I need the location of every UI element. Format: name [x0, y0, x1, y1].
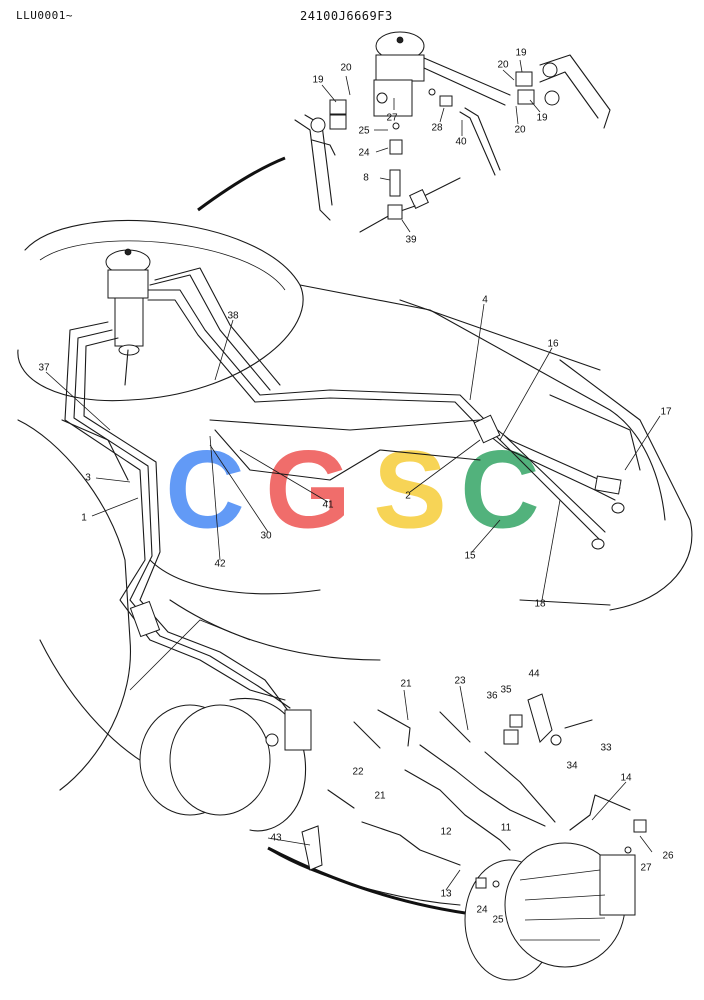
loose-parts	[301, 693, 647, 889]
callout-27-a: 27	[386, 113, 398, 124]
travel-motor-right	[464, 842, 636, 981]
callout-44: 44	[528, 669, 540, 680]
watermark-letter-s: S	[373, 429, 446, 552]
drawing-number: 24100J6669F3	[300, 9, 393, 23]
leader-lines	[45, 59, 661, 891]
callout-17: 17	[660, 407, 672, 418]
travel-motor-left	[139, 698, 312, 832]
callout-3: 3	[85, 473, 91, 484]
callout-25-b: 25	[492, 915, 504, 926]
swivel-joint-exploded	[294, 31, 611, 233]
callout-13: 13	[440, 889, 452, 900]
callout-14: 14	[620, 773, 632, 784]
swivel-joint-mounted	[105, 248, 151, 356]
callout-30: 30	[260, 531, 272, 542]
callout-24-a: 24	[358, 148, 370, 159]
callout-37: 37	[38, 363, 50, 374]
callout-27-b: 27	[640, 863, 652, 874]
callout-38: 38	[227, 311, 239, 322]
callout-36: 36	[486, 691, 498, 702]
callout-42: 42	[214, 559, 226, 570]
callout-43: 43	[270, 833, 282, 844]
callout-4: 4	[482, 295, 488, 306]
callout-22: 22	[352, 767, 364, 778]
callout-21-a: 21	[400, 679, 412, 690]
callout-26: 26	[662, 851, 674, 862]
machine-body-outline	[17, 156, 693, 917]
callout-2: 2	[405, 491, 411, 502]
callout-19-c: 19	[536, 113, 548, 124]
watermark-letter-c2: C	[460, 429, 539, 552]
callout-28: 28	[431, 123, 443, 134]
callout-19-b: 19	[515, 48, 527, 59]
callout-41: 41	[322, 500, 334, 511]
callout-33: 33	[600, 743, 612, 754]
callout-23: 23	[454, 676, 466, 687]
watermark-letter-c1: C	[165, 429, 244, 552]
callout-1: 1	[81, 513, 87, 524]
callout-16: 16	[547, 339, 559, 350]
page-code: LLU0001~	[16, 9, 73, 22]
callout-12: 12	[440, 827, 452, 838]
callout-25-a: 25	[358, 126, 370, 137]
callout-11: 11	[501, 823, 512, 834]
callout-21-b: 21	[374, 791, 386, 802]
callout-35: 35	[500, 685, 512, 696]
callout-19-a: 19	[312, 75, 324, 86]
callout-15: 15	[464, 551, 476, 562]
callout-18: 18	[534, 599, 546, 610]
callout-40: 40	[455, 137, 467, 148]
watermark: C G S C	[165, 429, 539, 552]
callout-20-b: 20	[497, 60, 509, 71]
callout-34: 34	[566, 761, 578, 772]
callout-20-c: 20	[514, 125, 526, 136]
callout-8: 8	[363, 173, 369, 184]
hydraulic-lines	[61, 267, 625, 717]
callout-labels: 19 20 20 19 19 20 27 25 28 40 24 8 39 38…	[38, 48, 674, 926]
callout-39: 39	[405, 235, 417, 246]
callout-24-b: 24	[476, 905, 488, 916]
callout-20-a: 20	[340, 63, 352, 74]
